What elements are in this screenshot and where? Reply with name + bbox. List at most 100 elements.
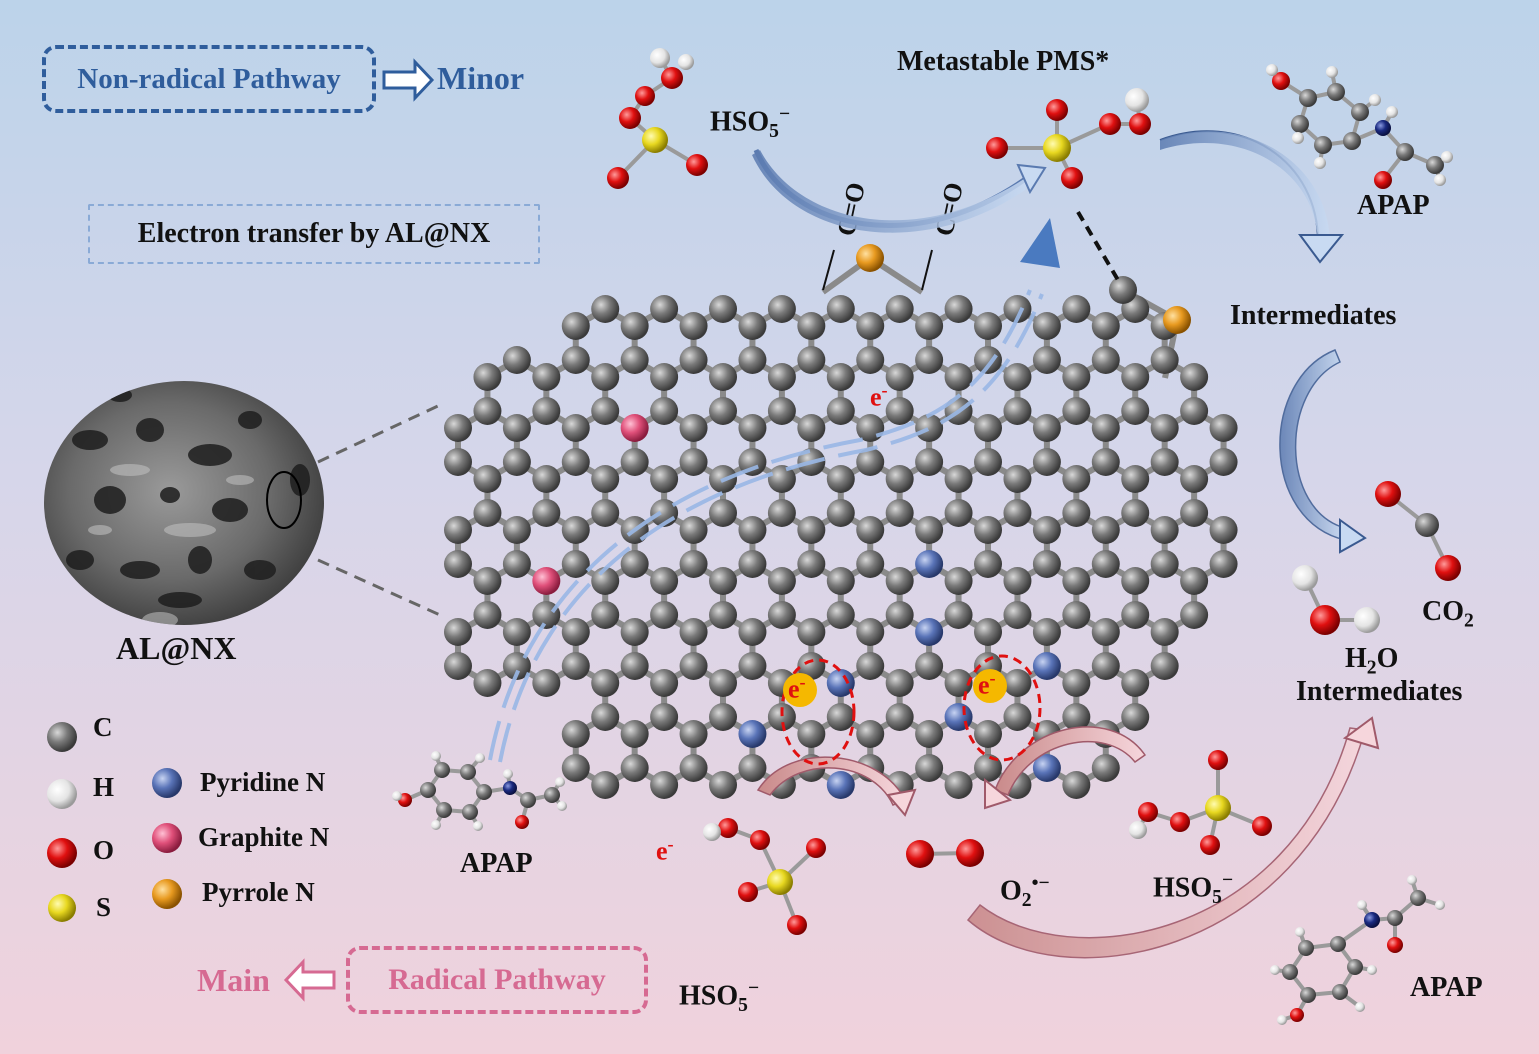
radical-pathway-box: Radical Pathway [346,946,648,1014]
carbon-atom [1210,516,1238,544]
sulfur-atom [642,127,668,153]
carbon-atom [1033,312,1061,340]
carbon-atom [709,771,737,799]
carbon-atom [797,312,825,340]
catalyst-label: AL@NX [116,630,236,667]
carbon-atom [945,465,973,493]
carbon-atom [1210,414,1238,442]
carbon-atom [680,720,708,748]
carbon-atom [591,669,619,697]
legend-sulfur-label: S [96,892,111,923]
carbon-atom [974,720,1002,748]
minor-arrow-icon [384,62,432,98]
intermediates-label-2: Intermediates [1296,676,1462,708]
hso5-molecule-right [1129,750,1272,855]
carbon-atom [444,448,472,476]
carbon-atom [827,363,855,391]
carbon-atom [1210,550,1238,578]
oxygen-atom [607,167,629,189]
carbon-atom [797,550,825,578]
carbon-atom [621,346,649,374]
carbon-atom [1062,397,1090,425]
carbon-atom [680,652,708,680]
legend-oxygen-label: O [93,835,114,866]
hydrogen-atom [1441,151,1453,163]
oxygen-atom [1061,167,1083,189]
carbon-atom [886,669,914,697]
legend-sulfur-swatch [48,894,76,922]
carbon-atom [473,397,501,425]
carbon-atom [1092,550,1120,578]
carbon-atom [974,414,1002,442]
carbon-atom [1121,397,1149,425]
nitrogen-atom [1375,120,1391,136]
carbon-atom [768,567,796,595]
oxygen-atom [718,818,738,838]
hydrogen-atom [1357,900,1367,910]
carbon-atom [1180,363,1208,391]
sulfur-atom [1043,134,1071,162]
carbon-atom [1062,567,1090,595]
carbon-atom [945,771,973,799]
hso5-molecule-top [607,48,708,189]
carbon-atom [827,567,855,595]
carbon-atom [1003,703,1031,731]
carbon-atom [1415,513,1439,537]
legend-oxygen-swatch [47,838,77,868]
carbon-atom [797,720,825,748]
carbon-atom [1343,132,1361,150]
carbon-atom [945,499,973,527]
carbon-atom [1092,312,1120,340]
carbon-atom [532,669,560,697]
carbon-atom [886,295,914,323]
carbon-atom [650,295,678,323]
radical-pathway-label: Radical Pathway [388,963,606,997]
carbon-atom [621,618,649,646]
hydrogen-atom [475,753,485,763]
carbon-atom [856,346,884,374]
carbon-atom [1327,83,1345,101]
legend-pyridine-label: Pyridine N [200,767,325,798]
carbon-atom [1121,601,1149,629]
carbon-atom [1298,940,1314,956]
h2o-tail-text: O [1377,643,1399,674]
carbon-atom [945,601,973,629]
carbon-atom [886,601,914,629]
carbon-atom [768,397,796,425]
carbon-atom [1121,363,1149,391]
zoom-line-top [318,405,440,462]
hydrogen-atom [1314,157,1326,169]
hydrogen-atom [650,48,670,68]
carbon-atom [886,397,914,425]
carbon-atom [1180,499,1208,527]
non-radical-pathway-label: Non-radical Pathway [77,63,340,96]
h2o-text: H [1345,643,1367,674]
carbon-atom [476,784,492,800]
hso5-top-text: HSO [710,106,769,137]
carbon-atom [1033,448,1061,476]
carbon-atom [1387,910,1403,926]
carbon-atom [1151,550,1179,578]
carbon-atom [738,618,766,646]
electron-text-right: e [978,671,990,700]
carbon-atom [650,363,678,391]
carbon-atom [738,516,766,544]
carbon-atom [591,771,619,799]
apap-top-label: APAP [1357,190,1430,222]
hydrogen-atom [1125,88,1149,112]
carbon-atom [460,764,476,780]
carbon-atom [562,346,590,374]
carbon-atom [827,601,855,629]
carbon-atom [974,618,1002,646]
hydrogen-atom [1326,66,1338,78]
oxygen-atom [1099,113,1121,135]
carbon-atom [1092,346,1120,374]
carbon-atom [1151,414,1179,442]
carbon-atom [886,499,914,527]
hydrogen-atom [678,54,694,70]
carbon-atom [1410,890,1426,906]
carbon-atom [915,346,943,374]
hydrogen-atom [1292,565,1318,591]
carbon-atom [856,720,884,748]
main-label: Main [197,962,270,999]
